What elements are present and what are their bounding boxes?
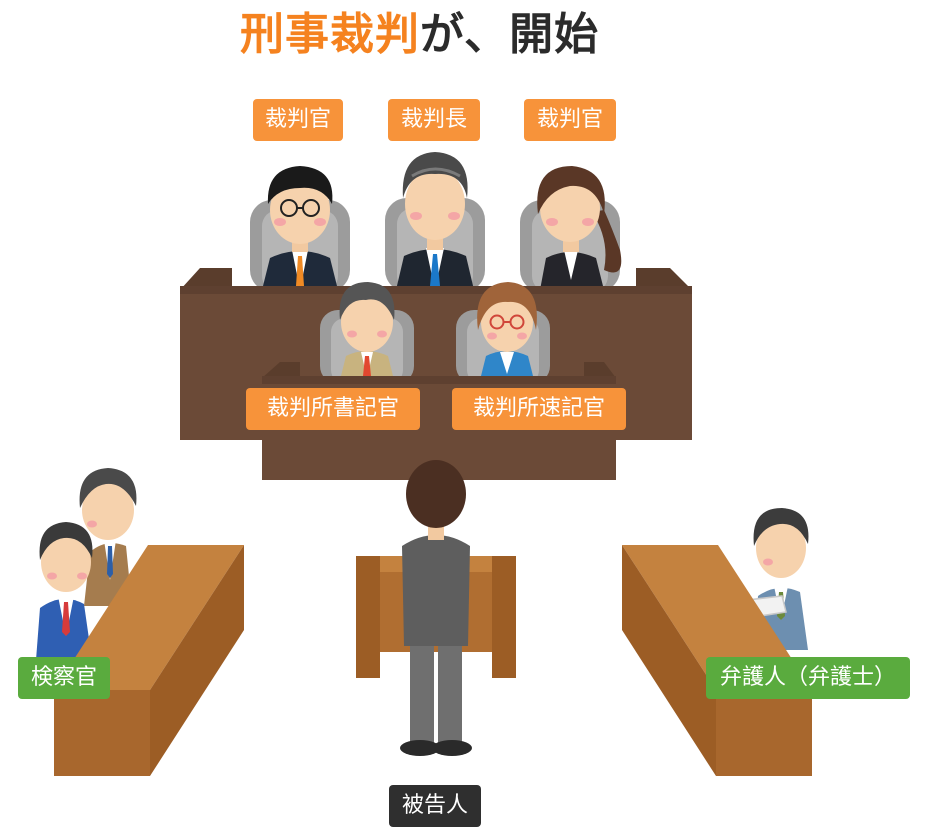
chief-judge-figure bbox=[396, 152, 474, 290]
prosecutor-desk bbox=[54, 545, 244, 776]
prosecutor-front-figure bbox=[36, 522, 93, 660]
prosecutor-back-figure bbox=[79, 468, 137, 606]
label-court-stenographer: 裁判所速記官 bbox=[452, 388, 626, 430]
label-defendant: 被告人 bbox=[389, 785, 481, 827]
label-judge-left: 裁判官 bbox=[253, 99, 343, 141]
label-judge-right: 裁判官 bbox=[524, 99, 616, 141]
label-court-clerk: 裁判所書記官 bbox=[246, 388, 420, 430]
page-title: 刑事裁判が、開始 bbox=[240, 6, 599, 64]
defendant-figure bbox=[400, 460, 472, 756]
judge-left-figure bbox=[262, 166, 338, 290]
label-prosecutor: 検察官 bbox=[18, 657, 110, 699]
court-stenographer-figure bbox=[477, 282, 537, 380]
title-accent: 刑事裁判 bbox=[240, 9, 420, 60]
judge-right-figure bbox=[537, 166, 622, 290]
label-chief-judge: 裁判長 bbox=[388, 99, 480, 141]
title-rest: が、開始 bbox=[420, 9, 600, 60]
court-clerk-figure bbox=[339, 282, 395, 380]
label-defense-lawyer: 弁護人（弁護士） bbox=[706, 657, 910, 699]
defense-desk bbox=[622, 545, 812, 776]
